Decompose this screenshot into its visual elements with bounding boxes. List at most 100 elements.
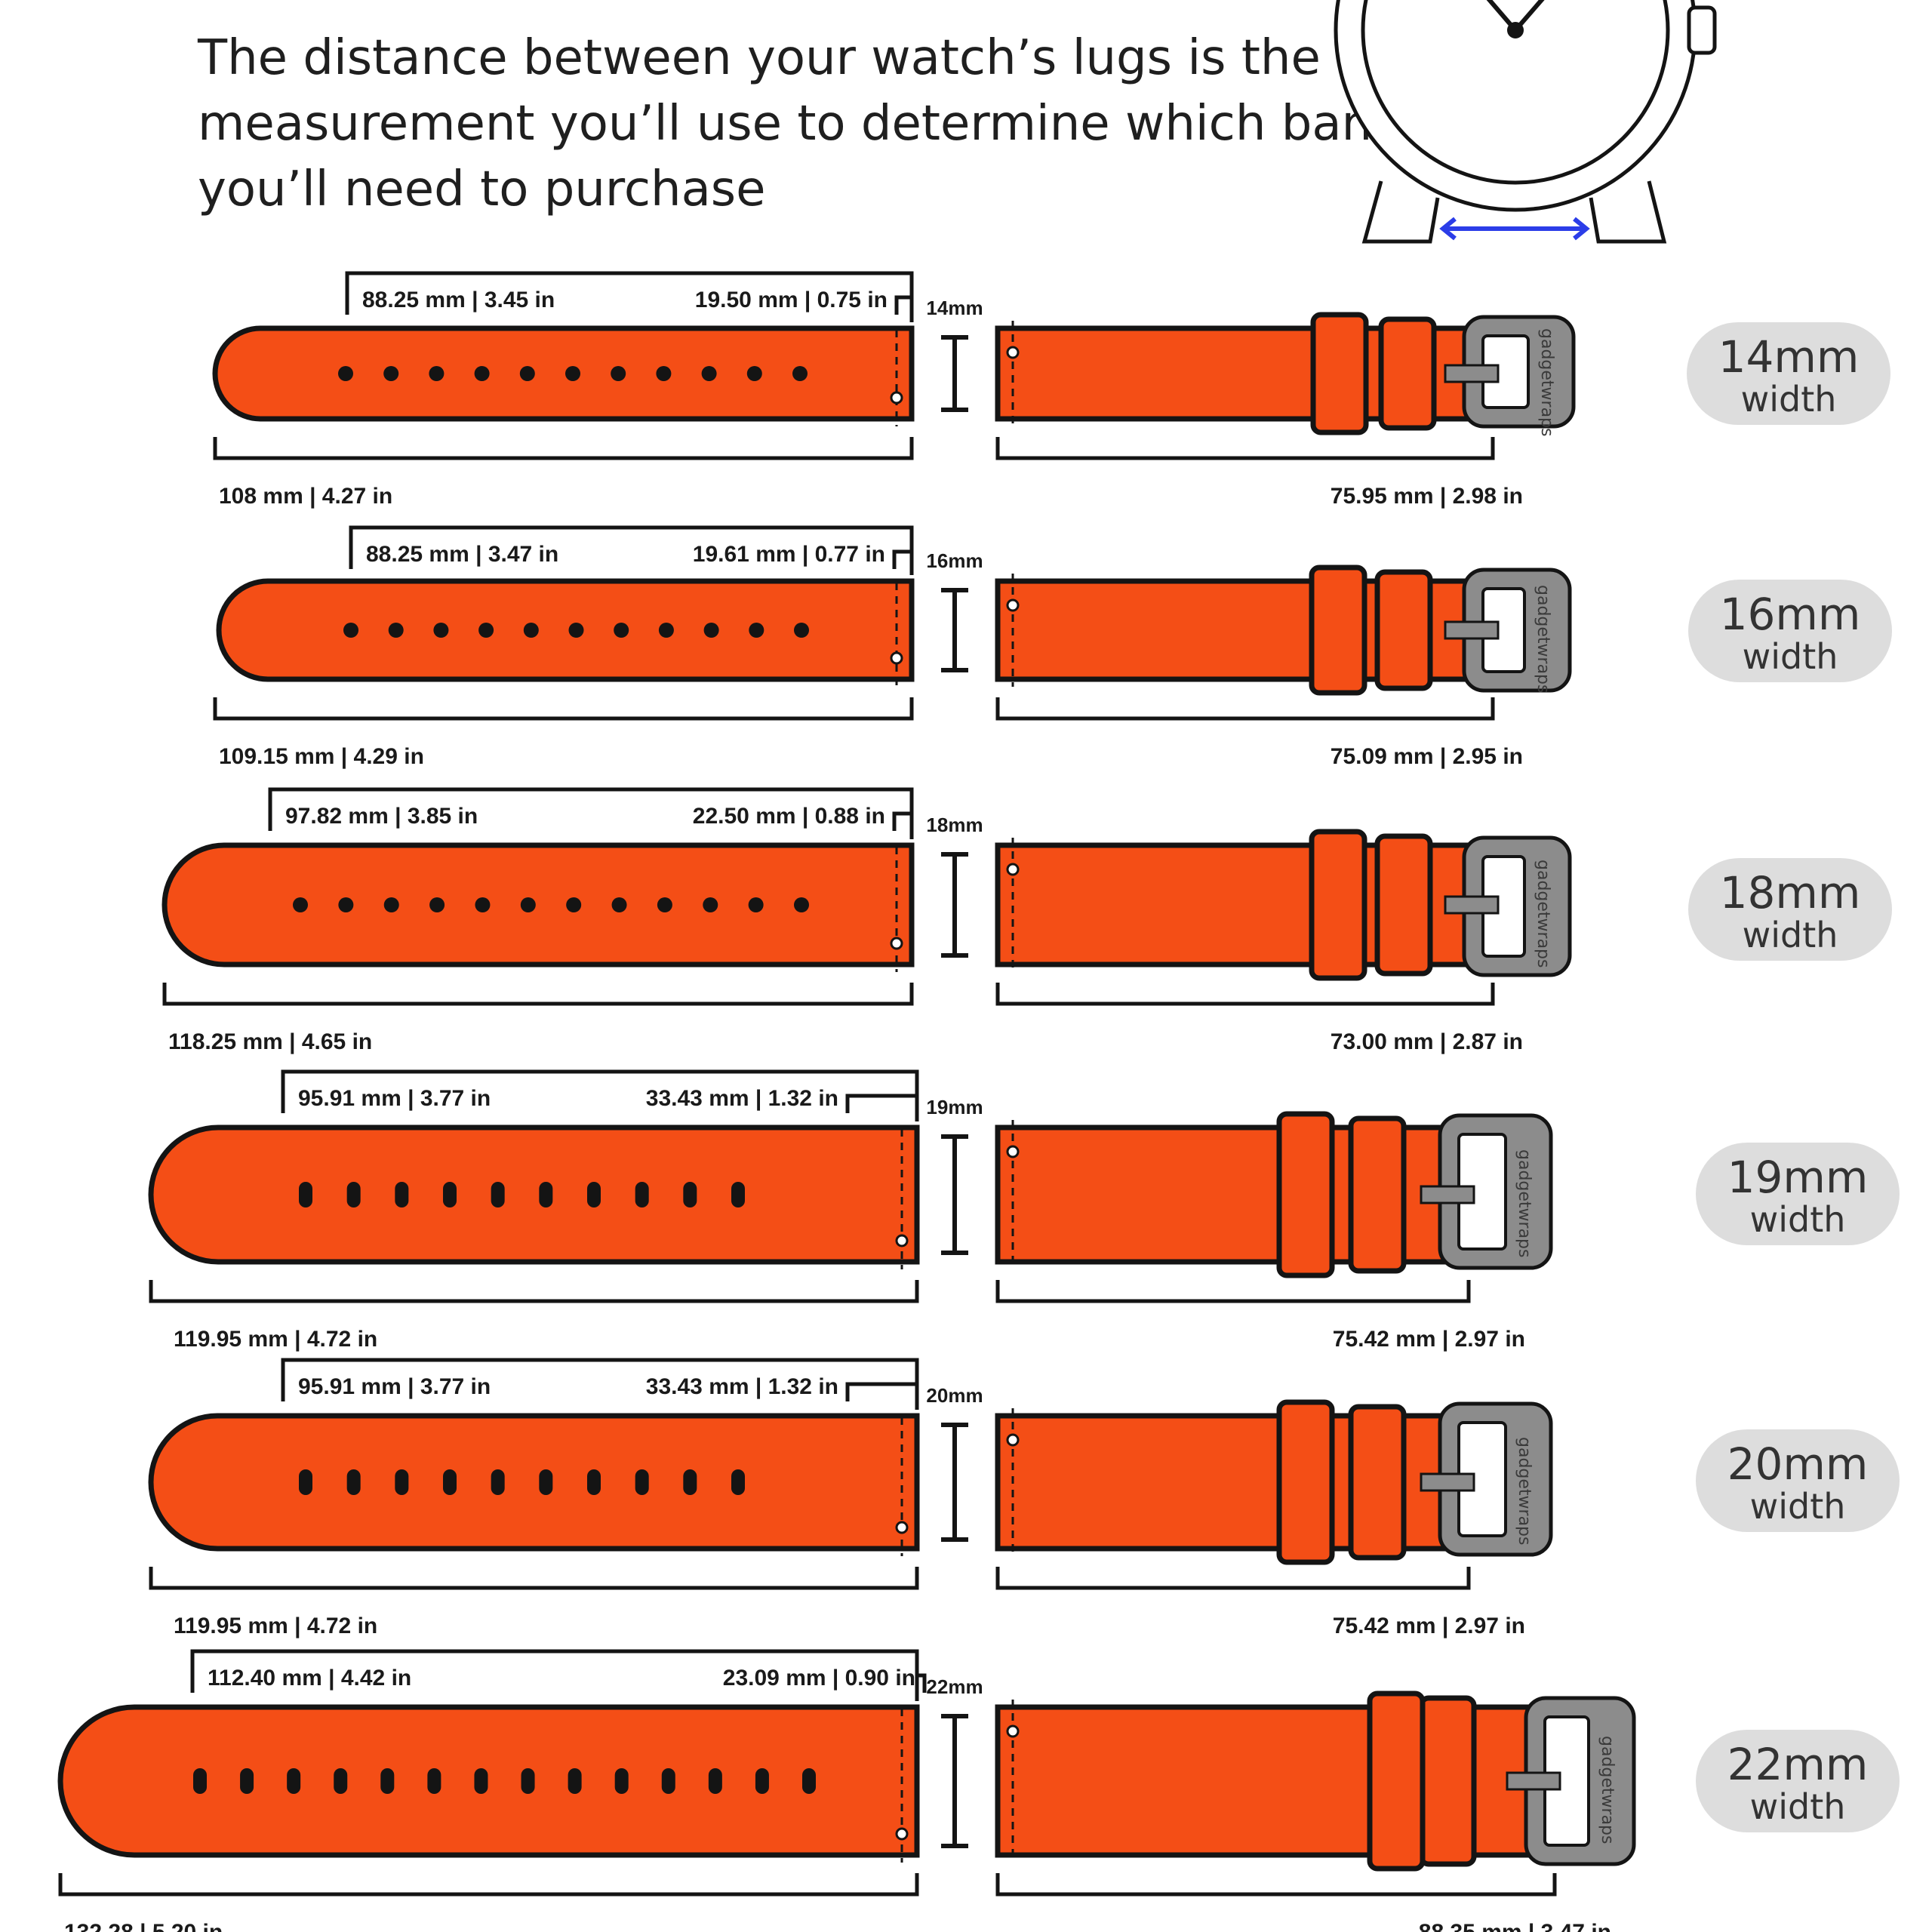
watch-crown [1687,5,1717,55]
badge-size-label: 16mm [1720,589,1861,640]
tip-measurement: 22.50 mm | 0.88 in [693,804,885,829]
short-total-measurement: 75.09 mm | 2.95 in [1331,744,1523,769]
watch-center-pin [1507,22,1524,38]
strap-hole [635,1182,649,1208]
tip-measurement: 19.50 mm | 0.75 in [695,288,888,312]
long-total-measurement: 108 mm | 4.27 in [219,484,392,509]
strap-hole [731,1182,745,1208]
strap-row-14mm: 88.25 mm | 3.45 in 19.50 mm | 0.75 in 108 … [212,271,1890,509]
badge-size-label: 18mm [1720,867,1861,918]
spring-bar-pin [1006,346,1020,359]
holes-measurement: 112.40 mm | 4.42 in [208,1666,411,1690]
buckle-brand-text: gadgetwraps [1598,1736,1617,1844]
long-total-measurement: 119.95 mm | 4.72 in [174,1614,377,1638]
short-total-bracket [995,1280,1471,1303]
strap-hole [346,1469,361,1495]
spring-bar-pin [890,937,903,950]
width-badge [1688,858,1892,961]
width-badge [1688,580,1892,682]
long-total-bracket [213,697,914,721]
strap-hole [523,623,539,638]
tip-dimension-bracket [917,1673,927,1693]
watch-minute-hand [1513,0,1545,32]
spring-bar-pin [895,1521,909,1534]
strap-hole [731,1469,745,1495]
long-total-bracket [162,983,914,1006]
strap-hole [683,1182,697,1208]
strap-hole [746,366,762,381]
strap-hole [701,366,717,381]
strap-hole [299,1469,312,1495]
strap-hole [614,1768,629,1794]
watch-left-lug [1361,180,1440,244]
strap-keeper-back [1348,1404,1407,1561]
watch-dial [1361,0,1670,185]
strap-rows: 88.25 mm | 3.45 in 19.50 mm | 0.75 in 108 … [57,271,1900,1932]
buckle-prong [1444,895,1500,915]
strap-hole [334,1768,348,1794]
holes-measurement: 88.25 mm | 3.45 in [362,288,555,312]
badge-width-label: width [1741,379,1837,420]
strap-hole [568,1768,582,1794]
short-total-bracket [995,1873,1557,1897]
strap-hole [657,897,672,912]
badge-width-label: width [1743,915,1838,955]
spring-bar-pin [895,1827,909,1841]
tip-measurement: 33.43 mm | 1.32 in [646,1374,838,1399]
lug-width-label: 18mm [926,814,983,836]
width-badge [1696,1429,1900,1532]
strap-hole [661,1768,675,1794]
strap-hole [708,1768,722,1794]
buckle-brand-text: gadgetwraps [1515,1437,1534,1545]
short-total-measurement: 75.42 mm | 2.97 in [1333,1614,1525,1638]
strap-hole [388,623,404,638]
strap-hole [566,897,582,912]
strap-hole [395,1469,409,1495]
long-total-measurement: 119.95 mm | 4.72 in [174,1327,377,1352]
tip-dimension-bracket [892,811,912,831]
headline: The distance between your watch’s lugs i… [197,30,1403,217]
strap-hole [429,366,445,381]
long-total-bracket [213,437,914,460]
lug-width-label: 16mm [926,549,983,572]
strap-hole [383,897,399,912]
long-strap [216,578,915,682]
short-total-bracket [995,983,1495,1006]
strap-keeper-back [1378,316,1437,431]
strap-hole [299,1182,312,1208]
long-strap [148,1413,920,1552]
buckle-prong [1420,1472,1475,1492]
holes-measurement: 88.25 mm | 3.47 in [366,542,558,567]
spring-bar-pin [890,391,903,405]
lug-width-label: 22mm [926,1675,983,1698]
strap-hole [520,897,536,912]
buckle-brand-text: gadgetwraps [1515,1149,1534,1257]
strap-hole [193,1768,207,1794]
spring-bar-pin [1006,863,1020,876]
strap-hole [703,623,719,638]
tip-measurement: 33.43 mm | 1.32 in [646,1086,838,1111]
strap-hole [443,1182,457,1208]
tip-measurement: 23.09 mm | 0.90 in [723,1666,915,1690]
buckle-prong [1444,364,1500,383]
short-total-measurement: 73.00 mm | 2.87 in [1331,1029,1523,1054]
lug-width-arrow [1439,217,1590,241]
short-total-bracket [995,437,1495,460]
strap-hole [683,1469,697,1495]
strap-hole [587,1182,601,1208]
width-badge [1696,1143,1900,1245]
tip-measurement: 19.61 mm | 0.77 in [693,542,885,567]
width-badge [1687,322,1890,425]
headline-line-3: you’ll need to purchase [198,162,766,217]
strap-hole [287,1768,301,1794]
strap-hole [611,897,627,912]
buckle-brand-text: gadgetwraps [1534,585,1552,693]
buckle-brand-text: gadgetwraps [1537,328,1556,436]
strap-hole [755,1768,769,1794]
strap-hole [611,366,626,381]
strap-hole [338,897,354,912]
strap-keeper-back [1374,569,1433,691]
strap-hole [565,366,580,381]
